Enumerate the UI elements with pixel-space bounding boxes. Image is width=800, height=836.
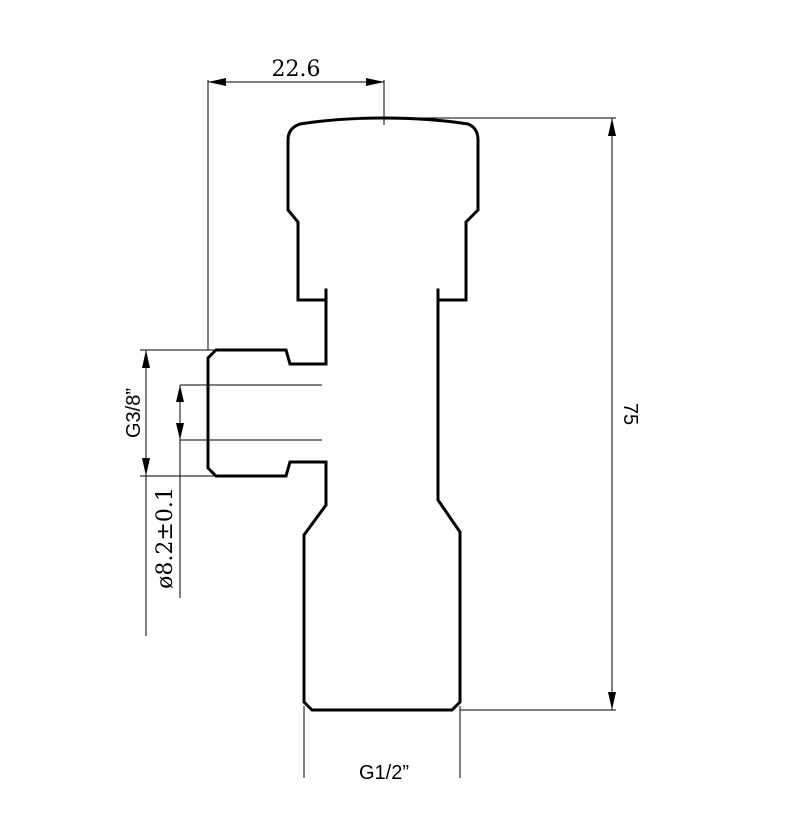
valve-body-outline-left <box>206 116 386 478</box>
dimension-label-top-width: 22.6 <box>272 57 321 82</box>
dimension-inner-bore: ø8.2±0.1 <box>153 385 184 598</box>
valve-body-outline-right <box>302 116 480 712</box>
dimension-overall-height: 75 <box>384 117 641 711</box>
dimension-side-thread: G3/8” <box>123 349 216 636</box>
dimension-label-inner-bore: ø8.2±0.1 <box>153 487 178 589</box>
dimension-label-overall-height: 75 <box>619 403 641 425</box>
dimension-label-side-thread: G3/8” <box>123 388 145 438</box>
valve-body <box>206 116 480 712</box>
dimension-top-width: 22.6 <box>207 57 385 350</box>
dimension-bottom-thread: G1/2” <box>303 706 461 784</box>
bore-lines <box>180 384 322 441</box>
dimension-label-bottom-thread: G1/2” <box>359 762 409 784</box>
